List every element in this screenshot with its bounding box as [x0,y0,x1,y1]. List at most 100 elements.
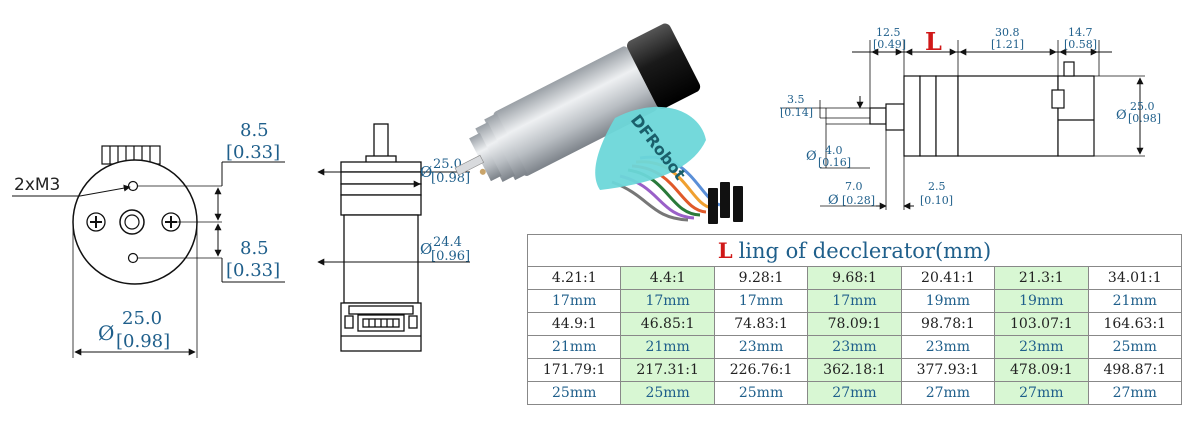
tv-gear-ring-2 [919,75,937,157]
ratio-cell: 217.31:1 [620,358,715,382]
length-cell: 25mm [713,381,809,405]
tv-gear-ring-1 [903,75,921,157]
length-cell: 21mm [526,335,622,359]
side-dia-mid-value: 24.4 [433,235,462,250]
bottom-dim-value: 8.5 [240,238,269,259]
side-view [340,123,422,352]
tv-d6: 7.0 [845,180,863,193]
side-shaft [373,123,389,159]
tv-d7: 2.5 [928,180,946,193]
tv-encoder-tab [1063,61,1075,77]
ratio-cell: 4.4:1 [620,266,715,290]
length-cell: 27mm [807,381,902,405]
top-view-dims: 12.5 [0.49] L 30.8 [1.21] 14.7 [0.58] 3.… [780,26,1161,210]
top-dim-value: 8.5 [240,120,269,141]
table-title-L: L [717,238,733,263]
side-dia-mid-inch: [0.96] [431,249,470,264]
length-cell: 21mm [1087,289,1183,313]
side-view-dims: Ø 25.0 [0.98] Ø 24.4 [0.96] [317,157,470,266]
tv-d5-symbol: Ø [806,149,817,164]
length-cell: 17mm [620,289,715,313]
ratio-cell: 21.3:1 [994,266,1089,290]
ratio-cell: 226.76:1 [713,358,809,382]
motor-photo: DFRobot [454,23,743,224]
tv-d2-inch: [1.21] [991,38,1024,51]
top-mount-hole [127,180,139,192]
front-dia-value: 25.0 [122,308,162,329]
ratio-cell: 362.18:1 [807,358,902,382]
length-cell: 17mm [807,289,902,313]
side-dia-top-symbol: Ø [420,163,432,181]
length-cell: 23mm [994,335,1089,359]
front-dia-symbol: Ø [98,321,114,345]
length-cell: 25mm [526,381,622,405]
tv-motor-body [957,75,1059,157]
length-cell: 27mm [994,381,1089,405]
length-cell: 27mm [900,381,996,405]
tv-encoder [1057,75,1095,157]
bottom-dim-inch: [0.33] [226,260,280,281]
side-dia-top-inch: [0.98] [431,171,470,186]
tv-gear-ring-3 [935,75,959,157]
ratio-cell: 9.68:1 [807,266,902,290]
gearbox-ring-2 [340,171,422,185]
ratio-cell: 34.01:1 [1087,266,1183,290]
tv-d4-inch: [0.14] [780,106,813,119]
ratio-cell: 98.78:1 [900,312,996,336]
length-cell: 17mm [526,289,622,313]
tv-d6-inch: [0.28] [842,194,875,207]
ratio-cell: 78.09:1 [807,312,902,336]
length-cell: 17mm [713,289,809,313]
side-dia-top-value: 25.0 [433,157,462,172]
ratio-cell: 164.63:1 [1087,312,1183,336]
ratio-cell: 498.87:1 [1087,358,1183,382]
length-cell: 19mm [994,289,1089,313]
tv-d4: 3.5 [787,93,805,106]
table-title-text: ling of decclerator(mm) [738,239,992,263]
length-cell: 23mm [713,335,809,359]
tv-d3-inch: [0.58] [1064,38,1097,51]
tv-d1: 12.5 [876,26,901,39]
ratio-cell: 9.28:1 [713,266,809,290]
ratio-cell: 377.93:1 [900,358,996,382]
gearbox-ring-4 [340,194,422,216]
ratio-cell: 103.07:1 [994,312,1089,336]
gearbox-ring-1 [340,161,422,173]
connector-pins [101,145,161,165]
shaft-inner [124,214,140,230]
tv-d8-inch: [0.98] [1128,112,1161,125]
ratio-cell: 478.09:1 [994,358,1089,382]
top-view [869,61,1095,157]
side-dia-mid-symbol: Ø [420,240,432,258]
tv-d5: 4.0 [825,144,843,157]
ratio-cell: 44.9:1 [526,312,622,336]
bottom-mount-hole [127,252,139,264]
left-screw-icon [86,212,106,232]
motor-body [343,214,419,304]
length-cell: 25mm [620,381,715,405]
length-cell: 19mm [900,289,996,313]
tv-d1-inch: [0.49] [873,38,906,51]
ratio-cell: 20.41:1 [900,266,996,290]
front-view: 2xM3 8.5 [0.33] 8.5 [0.33] Ø 25.0 [0.98] [12,120,285,358]
tv-shaft-collar [885,103,905,131]
ratio-cell: 74.83:1 [713,312,809,336]
tv-d7-inch: [0.10] [920,194,953,207]
front-dia-inch: [0.98] [116,331,170,352]
encoder-top-plate [348,305,414,315]
length-cell: 23mm [900,335,996,359]
tv-L-label: L [925,27,942,56]
screw-label: 2xM3 [14,175,60,195]
top-dim-inch: [0.33] [226,142,280,163]
ratio-cell: 46.85:1 [620,312,715,336]
tv-d2: 30.8 [995,26,1020,39]
ratio-cell: 171.79:1 [526,358,622,382]
